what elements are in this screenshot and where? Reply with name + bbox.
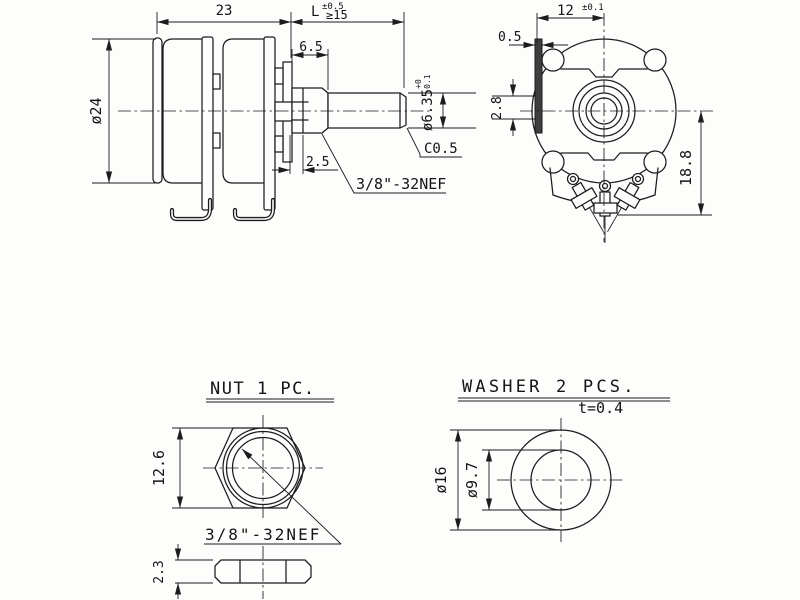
leader-chamfer: [406, 127, 462, 158]
dim-shaft-length-tol: ±0.5: [322, 2, 344, 12]
pot-gang2-plate: [263, 36, 276, 211]
terminal-eyelet: [566, 172, 580, 186]
terminal-eyelet: [631, 172, 645, 186]
terminal-center: [593, 179, 618, 243]
pot-bracket-step: [274, 135, 284, 153]
terminal-hole: [569, 175, 577, 183]
body-notch: [643, 48, 667, 72]
dim-shaft-length-label: L: [311, 4, 319, 20]
pot-threaded-bushing: [291, 87, 329, 134]
dim-tab-offset-tol: ±0.1: [582, 3, 604, 13]
dim-shaft-length-min: ≥15: [326, 8, 348, 22]
washer-title: WASHER 2 PCS.: [462, 377, 637, 397]
terminal-wire-2-inner: [234, 199, 274, 220]
nut-title: NUT 1 PC.: [210, 379, 316, 399]
dim-tab-width: 0.5: [498, 30, 521, 45]
washer-thickness-note: t=0.4: [578, 399, 623, 417]
leader-nut-thread: [241, 448, 342, 545]
terminal-crossbar: [570, 187, 598, 210]
dim-bushing-length: 6.5: [299, 40, 322, 55]
dim-shaft-diameter-tol-upper: +0: [414, 79, 423, 89]
dim-shaft-diameter-tol-lower: -0.1: [423, 74, 432, 93]
body-notch: [643, 150, 667, 174]
terminal-crossbar: [613, 187, 641, 210]
terminal-eyelet: [598, 179, 612, 193]
nut-view: NUT 1 PC. 3/8"-32NEF 12.6: [150, 379, 342, 545]
nut-side-view: 2.3: [152, 544, 312, 599]
terminal-wire-1-inner: [171, 199, 211, 220]
dim-body-length: 23: [216, 3, 233, 19]
dim-body-diameter: ø24: [87, 97, 105, 124]
body-notch: [541, 150, 565, 174]
dim-terminal-depth: 18.8: [677, 150, 695, 186]
side-view: ø24 23 L ±0.5 ≥15 6.5 2.5 ø6.35 +0 -0.1 …: [87, 2, 476, 222]
nut-thread-spec: 3/8"-32NEF: [205, 525, 321, 544]
terminal-hole: [634, 175, 642, 183]
pot-gang1-plate: [201, 36, 214, 211]
dim-neck-length: 2.5: [306, 155, 329, 170]
pot-rear-cover: [152, 37, 163, 184]
label-thread-spec: 3/8"-32NEF: [356, 175, 446, 193]
dim-shaft-diameter: ø6.35: [420, 89, 436, 131]
front-view: 12 ±0.1 0.5 2.8 18.8: [490, 3, 716, 243]
body-notch: [541, 48, 565, 72]
dim-across-flats: 12.6: [150, 450, 168, 486]
leader-thread: [321, 133, 446, 194]
terminal-left: [566, 172, 604, 233]
terminal-right: [607, 172, 645, 233]
terminal-hole: [601, 182, 609, 190]
dim-tab-offset: 12: [557, 3, 574, 19]
dim-washer-id: ø9.7: [463, 462, 481, 498]
pot-shaft-hub: [274, 101, 293, 122]
dim-nut-thickness: 2.3: [152, 560, 167, 583]
dim-chamfer: C0.5: [424, 141, 458, 157]
pot-bracket-step: [274, 67, 284, 85]
anti-rotation-tab: [534, 38, 543, 134]
pot-tab-detail: [212, 132, 221, 149]
dim-washer-od: ø16: [432, 466, 450, 493]
dim-tab-height: 2.8: [490, 96, 505, 119]
terminal-crossbar: [593, 202, 618, 214]
pot-tab-detail: [212, 73, 221, 90]
pot-shaft: [327, 92, 407, 129]
washer-view: WASHER 2 PCS. t=0.4 ø16 ø9.7: [432, 377, 670, 542]
